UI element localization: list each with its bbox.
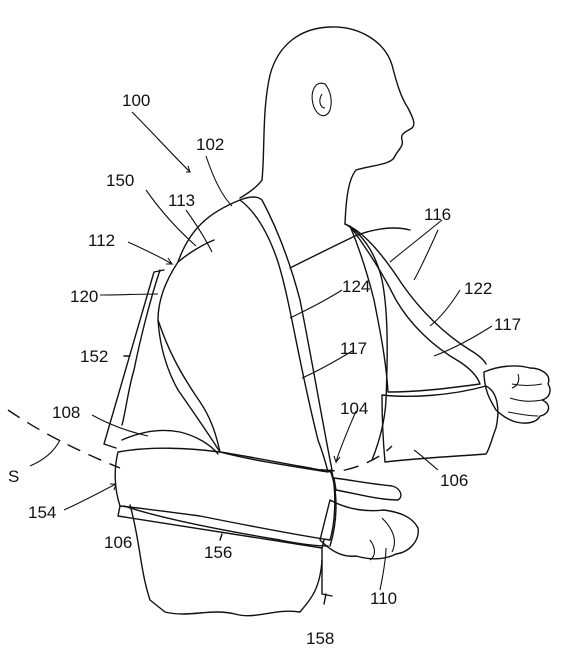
far-hand-fingers — [507, 373, 543, 417]
bracket-152 — [103, 269, 165, 449]
label-108: 108 — [52, 403, 80, 422]
label-104: 104 — [340, 399, 368, 418]
near-hand-detail — [369, 517, 395, 561]
label-117-center: 117 — [340, 339, 367, 358]
label-S: S — [8, 467, 19, 486]
label-120: 120 — [70, 287, 98, 306]
head-outline — [261, 26, 415, 225]
label-106-left: 106 — [104, 533, 132, 552]
label-122: 122 — [464, 279, 492, 298]
label-124: 124 — [342, 277, 370, 296]
back-strap-border — [344, 223, 487, 365]
far-hand — [483, 365, 551, 424]
label-152: 152 — [80, 347, 108, 366]
leader-lines — [29, 111, 493, 591]
label-112: 112 — [88, 231, 115, 250]
bracket-158 — [321, 547, 333, 605]
mesh-top-edge — [177, 239, 215, 263]
sling-upper-edge — [121, 429, 219, 455]
bracket-156 — [117, 505, 325, 549]
ear-inner — [319, 93, 326, 109]
near-forearm — [319, 499, 419, 560]
label-154: 154 — [28, 503, 56, 522]
label-116: 116 — [424, 205, 451, 224]
sling-cuff — [114, 447, 336, 541]
neck-back — [239, 179, 263, 199]
ear — [311, 82, 332, 117]
label-158: 158 — [306, 629, 334, 648]
label-113: 113 — [168, 191, 195, 210]
shoulder-line — [289, 227, 411, 269]
lower-body — [129, 504, 323, 617]
mesh-panel-front — [157, 199, 329, 473]
label-102: 102 — [196, 135, 224, 154]
strap-buckle — [333, 477, 402, 501]
mesh-inner-edge — [157, 319, 221, 453]
label-106-right: 106 — [440, 471, 468, 490]
dashed-body-outline — [7, 409, 393, 472]
label-150: 150 — [106, 171, 134, 190]
sling-front-seam — [329, 469, 337, 547]
torso-back — [121, 269, 161, 426]
label-110: 110 — [370, 589, 397, 608]
label-117-right: 117 — [494, 315, 521, 334]
far-arm-shape — [381, 385, 499, 463]
shoulder-strap-border — [239, 196, 333, 471]
mesh-panel-back — [349, 225, 481, 393]
sling-lower-edge — [123, 505, 329, 547]
label-100: 100 — [122, 91, 150, 110]
label-156: 156 — [204, 543, 232, 562]
